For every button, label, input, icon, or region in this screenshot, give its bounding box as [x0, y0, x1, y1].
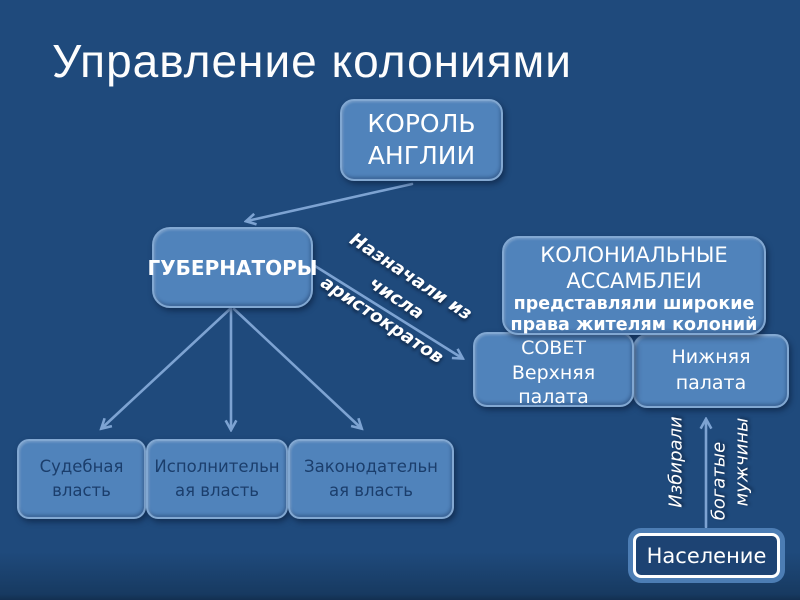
slide-title: Управление колониями: [52, 35, 572, 87]
node-judicial-power: Судебная власть: [17, 439, 146, 519]
node-king-label: КОРОЛЬ АНГЛИИ: [367, 108, 476, 171]
arrow-king-to-governors: [247, 182, 414, 221]
node-legislative-label: Законодательн ая власть: [304, 457, 438, 500]
node-population: Население: [633, 533, 780, 578]
node-lower-house: Нижняя палата: [633, 334, 789, 408]
node-king-of-england: КОРОЛЬ АНГЛИИ: [340, 99, 503, 181]
edge-label-appointed-from-aristocrats: Назначали из числа аристократов: [316, 228, 476, 369]
node-assemblies-subtitle: представляли широкие права жителям колон…: [510, 294, 758, 335]
node-executive-label: Исполнительн ая власть: [154, 457, 280, 500]
edge-label-rich: богатые: [708, 441, 730, 521]
node-executive-power: Исполнительн ая власть: [146, 439, 288, 519]
node-assemblies-title: КОЛОНИАЛЬНЫЕ АССАМБЛЕИ: [540, 243, 728, 293]
node-judicial-label: Судебная власть: [39, 457, 124, 500]
node-council-upper-house: СОВЕТ Верхняя палата: [473, 332, 634, 409]
node-governors: ГУБЕРНАТОРЫ: [148, 227, 318, 308]
node-colonial-assemblies: КОЛОНИАЛЬНЫЕ АССАМБЛЕИ представляли широ…: [502, 236, 766, 335]
edge-label-elected: Избирали: [665, 416, 687, 508]
node-lower-house-label: Нижняя палата: [671, 346, 751, 394]
node-council-label: СОВЕТ Верхняя палата: [511, 337, 596, 409]
arrow-governors-to-judicial: [102, 307, 232, 428]
arrow-governors-to-legislative: [232, 307, 361, 428]
node-population-label: Население: [646, 543, 767, 568]
node-governors-label: ГУБЕРНАТОРЫ: [147, 255, 318, 280]
edge-label-men: мужчины: [731, 417, 753, 507]
node-legislative-power: Законодательн ая власть: [288, 439, 454, 519]
